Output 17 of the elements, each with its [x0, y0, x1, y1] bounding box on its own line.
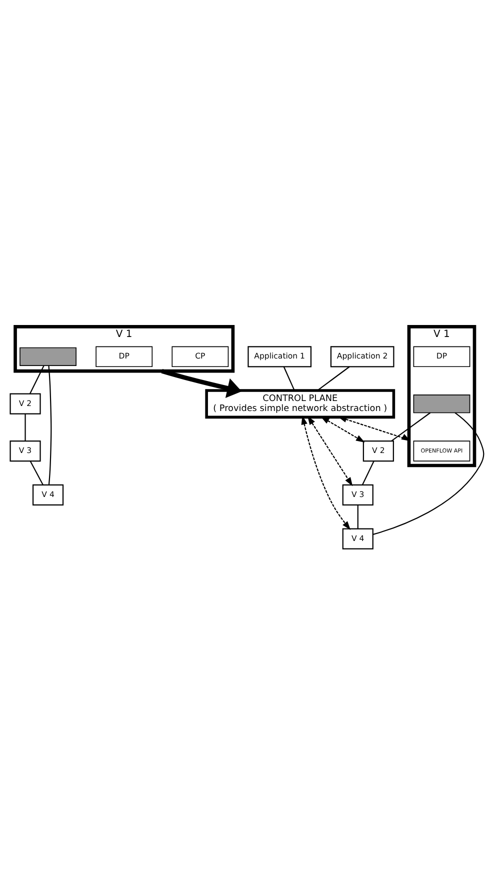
connector [30, 460, 44, 485]
node-box: CONTROL PLANE ( Provides simple network abstraction ) [205, 388, 396, 418]
arrow [301, 415, 351, 530]
connector [391, 412, 431, 441]
arrow [338, 416, 410, 441]
arrow [161, 368, 242, 398]
connector [283, 366, 295, 390]
connector [372, 412, 484, 534]
node-box [20, 346, 76, 366]
arrow [320, 416, 365, 442]
node-box [413, 394, 470, 413]
connector [24, 413, 26, 440]
connector [362, 460, 374, 485]
connector [317, 366, 350, 390]
connector [29, 364, 44, 394]
connector [357, 504, 358, 528]
connector [48, 365, 52, 484]
